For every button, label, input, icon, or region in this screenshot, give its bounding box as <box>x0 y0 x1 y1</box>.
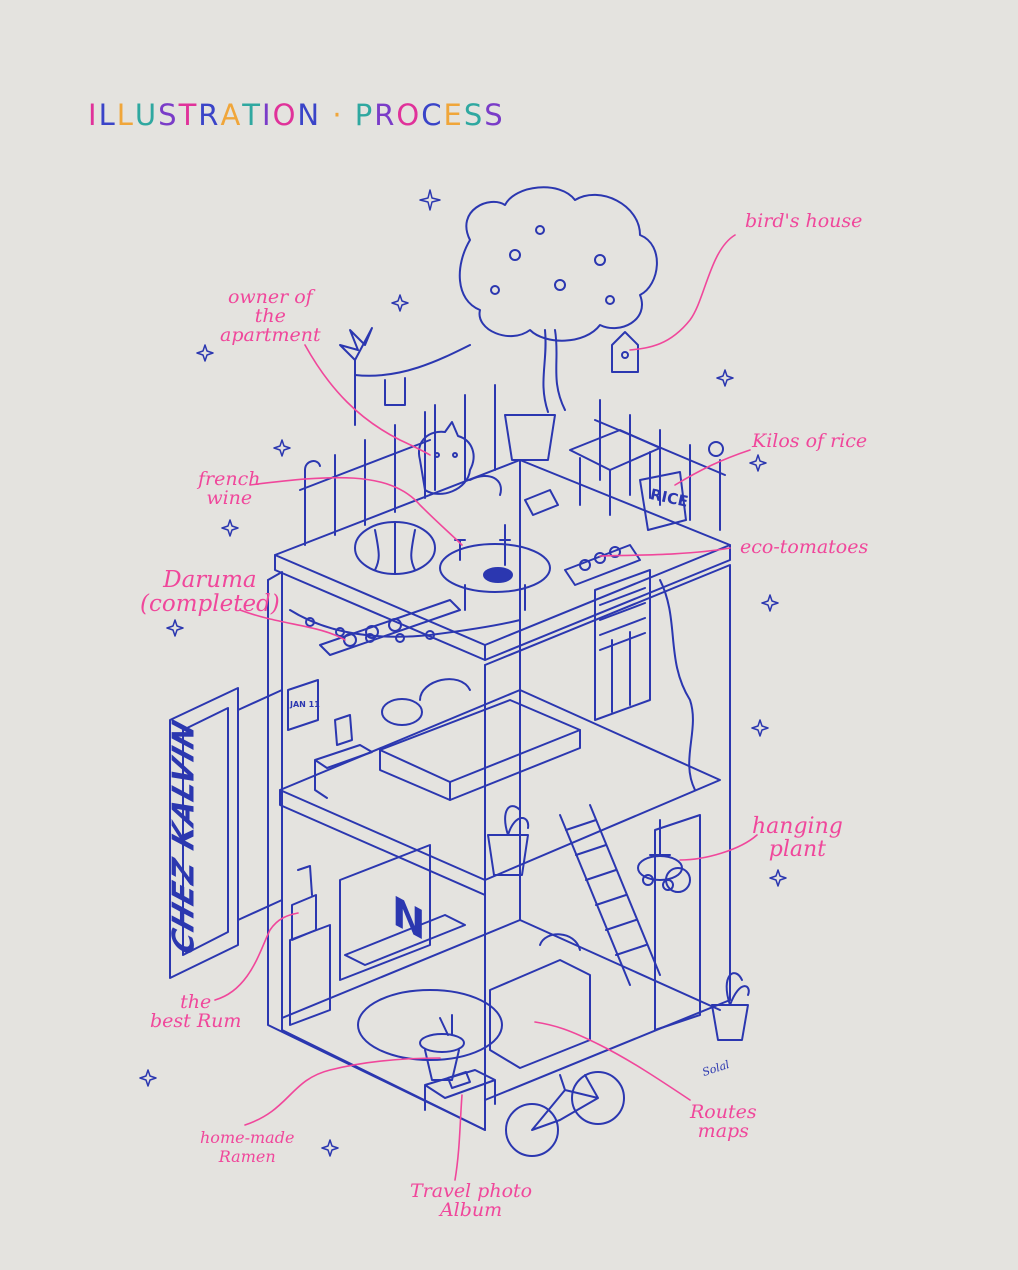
birdhouse-icon <box>611 331 639 373</box>
hanging-plant-icon <box>637 819 683 891</box>
title-letter: S <box>463 98 485 132</box>
calendar-label: JAN 11 <box>290 700 320 709</box>
lamp-icon <box>334 714 353 746</box>
annotation-routes-maps: Routes maps <box>690 1101 757 1142</box>
annotation-ramen: home-made Ramen <box>200 1128 295 1166</box>
table-icon <box>439 543 551 611</box>
title-letter: E <box>443 98 464 132</box>
rug-icon <box>357 989 503 1061</box>
title-letter: R <box>374 98 397 132</box>
shop-sign-icon <box>169 687 283 979</box>
shelf-icon <box>319 599 461 656</box>
annotation-french-wine: french wine <box>198 468 261 509</box>
title-letter: A <box>220 98 243 132</box>
annotation-kilos-of-rice: Kilos of rice <box>752 430 868 452</box>
string-lights-icon <box>289 609 521 638</box>
bed-icon <box>379 678 581 801</box>
outdoor-plant-icon <box>711 1004 749 1041</box>
sparkle-icons <box>139 189 787 1157</box>
ladder-icon <box>559 804 661 986</box>
cat-owner-icon <box>418 421 502 496</box>
laptop-icon <box>524 489 559 516</box>
bicycle-icon <box>505 1071 625 1157</box>
title-letter: T <box>242 98 262 132</box>
annotation-hanging-plant: hanging plant <box>752 814 843 862</box>
title-letter: S <box>158 98 179 132</box>
title-letter: I <box>88 98 99 132</box>
title-letter: S <box>484 98 505 132</box>
annotation-owner: owner of the apartment <box>220 286 321 346</box>
grill-icon <box>569 429 661 516</box>
rooftop-deck <box>274 384 731 661</box>
title-letter: U <box>134 98 159 132</box>
annotation-daruma: Daruma (completed) <box>140 567 280 617</box>
title-letter: L <box>98 98 117 132</box>
annotation-photo-album: Travel photo Album <box>410 1180 533 1221</box>
tv-icon <box>339 844 466 981</box>
title-letter: C <box>421 98 444 132</box>
title-letter: · <box>332 98 344 132</box>
title-letter: P <box>354 98 375 132</box>
annotation-best-rum: the best Rum <box>150 991 242 1032</box>
rice-bag-icon <box>639 471 687 531</box>
bird-icon <box>708 441 724 457</box>
wine-bottle-icon <box>499 524 511 566</box>
potted-plant-icon <box>487 834 529 876</box>
pinwheel-icon <box>339 327 373 361</box>
planter-icon <box>504 414 556 461</box>
title-letter: O <box>272 98 298 132</box>
annotation-birds-house: bird's house <box>745 210 863 232</box>
title-letter: N <box>297 98 322 132</box>
clothesline-icon <box>354 344 471 377</box>
title-letter: O <box>396 98 422 132</box>
annotation-eco-tomatoes: eco-tomatoes <box>740 536 869 558</box>
title-letter: L <box>116 98 135 132</box>
photo-album-icon <box>447 1071 471 1089</box>
title-letter: R <box>198 98 221 132</box>
page-title: ILLUSTRATION · PROCESS <box>88 98 505 132</box>
tree-icon <box>458 186 658 413</box>
title-letter: I <box>262 98 273 132</box>
bookshelf-icon <box>289 924 331 1026</box>
calendar-icon <box>287 679 319 731</box>
tomato-planter-icon <box>564 544 641 586</box>
title-letter: T <box>178 98 199 132</box>
nightstand-icon <box>314 744 373 799</box>
